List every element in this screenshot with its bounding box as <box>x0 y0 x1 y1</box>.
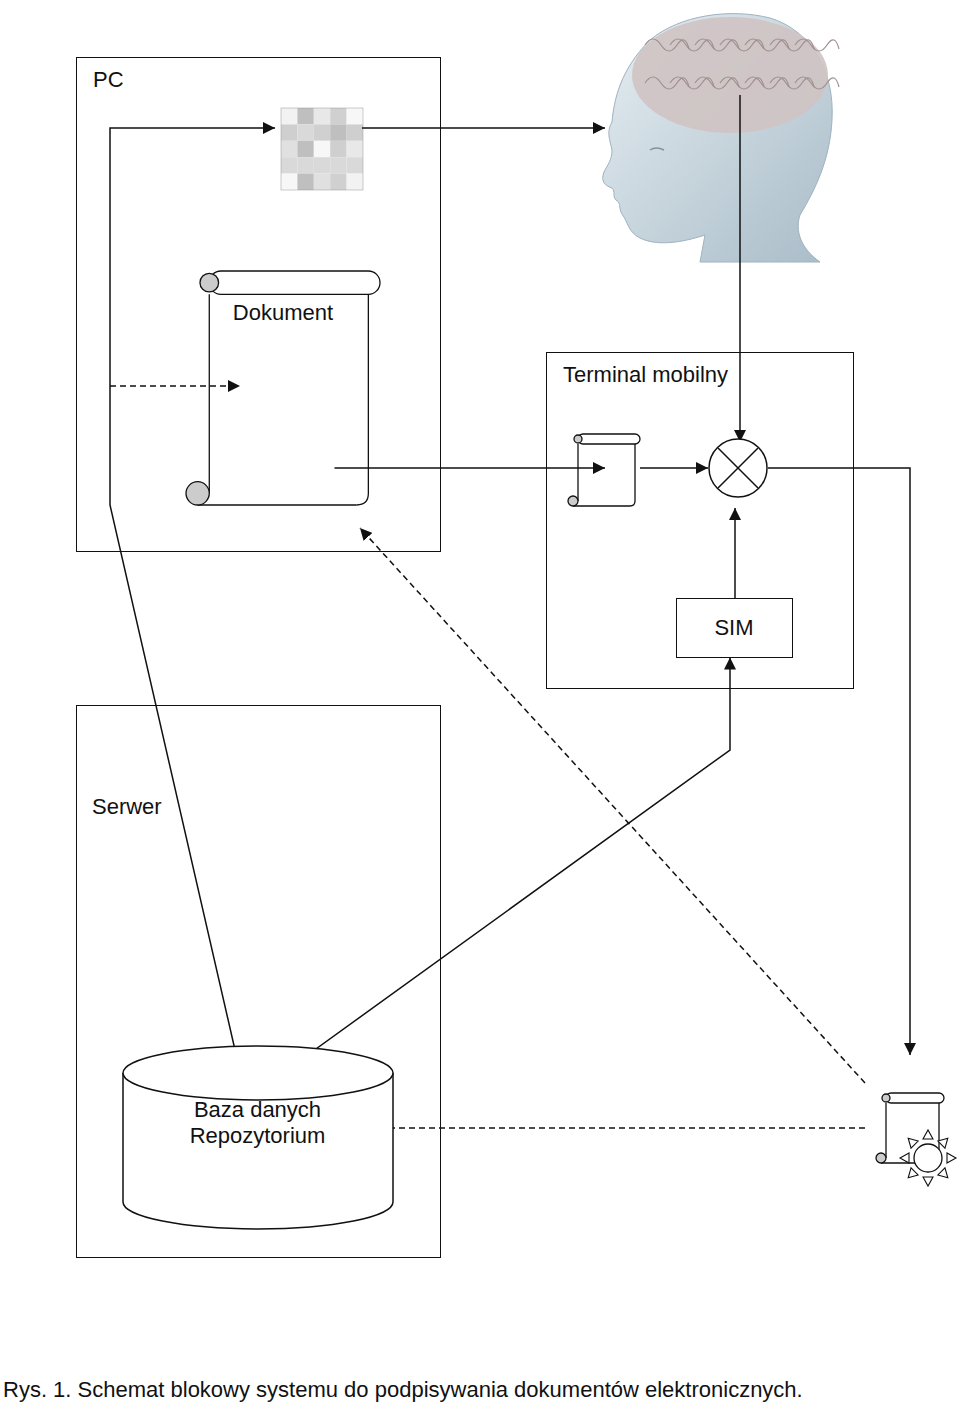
connector <box>288 658 731 1070</box>
database-cylinder: Baza danych Repozytorium <box>122 1045 394 1230</box>
signal-arrow <box>640 467 708 469</box>
dashed-arrow <box>362 1127 865 1129</box>
node-label: PC <box>93 67 124 93</box>
node-label: Baza danych Repozytorium <box>178 1097 338 1149</box>
head-illustration <box>603 14 839 262</box>
pc-box: PC Dokument <box>76 57 441 552</box>
scroll-icon <box>568 434 640 506</box>
figure-caption: Rys. 1. Schemat blokowy systemu do podpi… <box>3 1377 803 1403</box>
dashed-arrow <box>360 528 865 1083</box>
dashed-arrow <box>110 385 240 387</box>
signal-arrow <box>739 95 741 442</box>
combiner-symbol <box>709 439 767 497</box>
signal-arrow <box>734 508 736 598</box>
sim-box: SIM <box>676 598 793 658</box>
scroll-icon <box>186 271 380 505</box>
illustration <box>110 14 956 1186</box>
node-label: Dokument <box>233 300 333 326</box>
connector <box>110 128 275 1070</box>
node-label: Terminal mobilny <box>563 362 728 388</box>
terminal-box: Terminal mobilnySIM <box>546 352 854 689</box>
node-label: Serwer <box>92 794 162 820</box>
document-scroll: Dokument <box>185 270 382 507</box>
connector <box>335 467 606 469</box>
connectors <box>110 128 730 1070</box>
pixel-image <box>281 108 363 190</box>
signal-arrow <box>362 127 605 129</box>
node-label: SIM <box>714 615 753 641</box>
server-box: SerwerBaza danych Repozytorium <box>76 705 441 1258</box>
signal-arrow <box>768 468 910 1055</box>
signature-seal <box>900 1130 956 1186</box>
